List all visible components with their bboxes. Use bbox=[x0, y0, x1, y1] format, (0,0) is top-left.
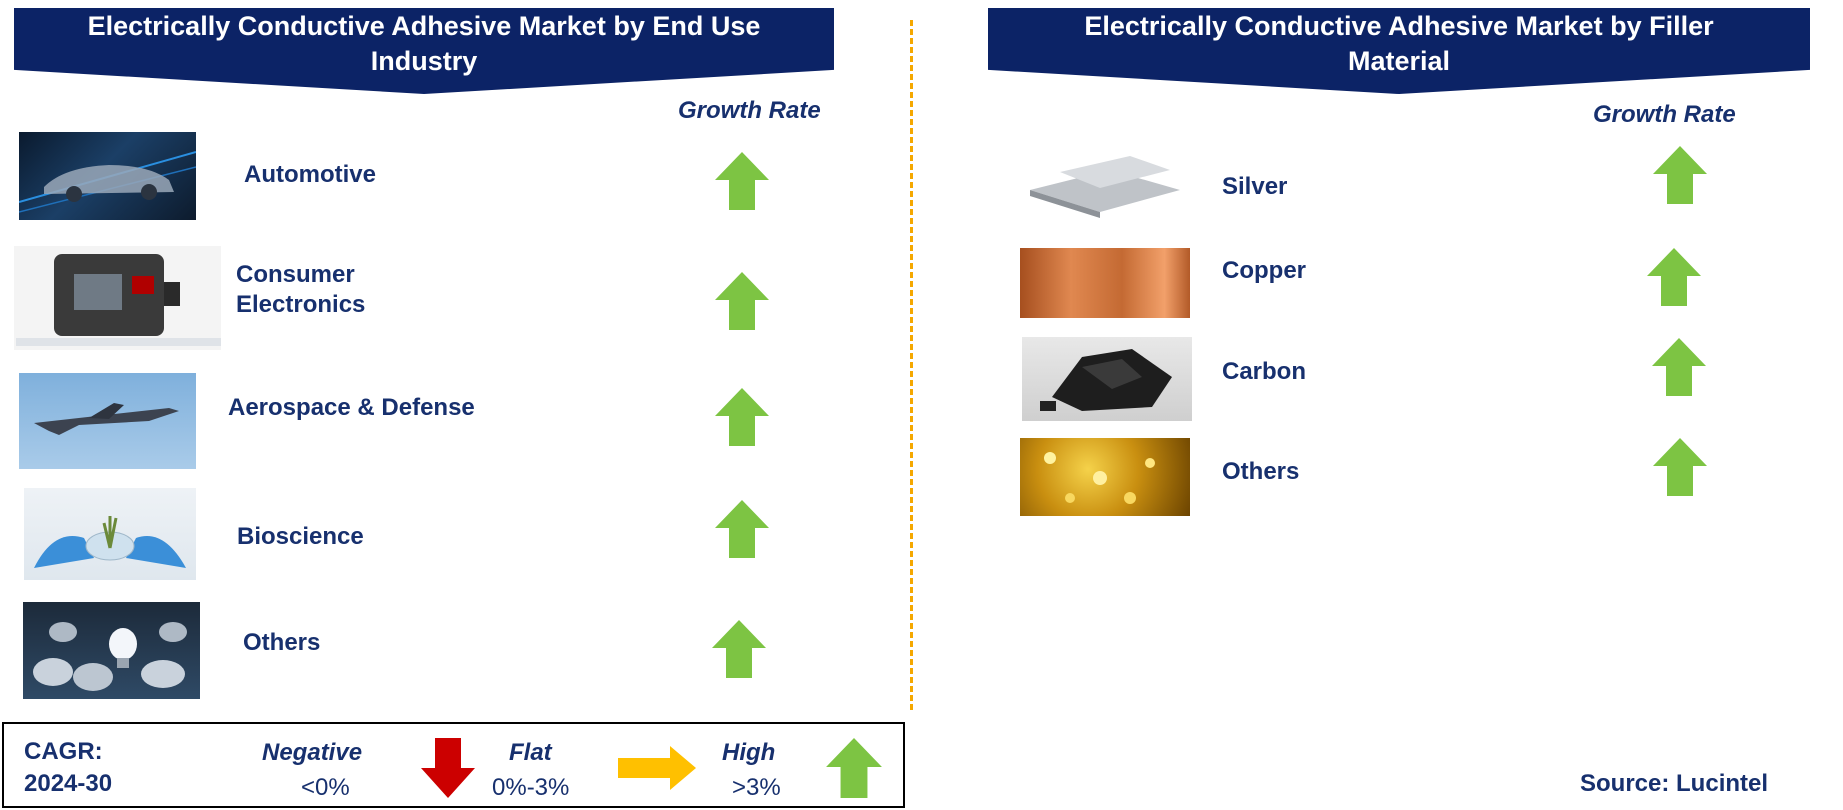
end-use-title-banner: Electrically Conductive Adhesive Market … bbox=[14, 8, 834, 94]
end-use-label-others: Others bbox=[243, 629, 321, 656]
up-arrow-icon bbox=[715, 500, 769, 558]
legend-negative-label: Negative bbox=[262, 739, 363, 766]
end-use-title-line2: Industry bbox=[370, 46, 478, 76]
filler-title-line2: Material bbox=[1347, 46, 1451, 76]
panel-divider bbox=[910, 20, 913, 710]
up-arrow-icon bbox=[715, 272, 769, 330]
legend-flat-range: 0%-3% bbox=[492, 774, 570, 801]
filler-label-silver: Silver bbox=[1222, 173, 1288, 200]
legend-high-label: High bbox=[722, 739, 776, 766]
end-use-label-aerospace: Aerospace & Defense bbox=[228, 394, 475, 421]
gold-flakes-image bbox=[1020, 438, 1190, 516]
end-use-label-automotive: Automotive bbox=[244, 161, 376, 188]
consumer-label-line1: Consumer bbox=[236, 261, 355, 288]
lightbulbs-image bbox=[23, 602, 200, 699]
legend-negative-range: <0% bbox=[301, 774, 350, 801]
copper-image bbox=[1020, 248, 1190, 318]
filler-label-carbon: Carbon bbox=[1222, 358, 1306, 385]
filler-label-others: Others bbox=[1222, 458, 1300, 485]
cagr-label: CAGR: bbox=[24, 738, 103, 765]
up-arrow-icon bbox=[1653, 438, 1707, 496]
end-use-growth-rate-header: Growth Rate bbox=[678, 97, 821, 124]
end-use-title-line1: Electrically Conductive Adhesive Market … bbox=[87, 11, 761, 41]
legend-flat-label: Flat bbox=[509, 739, 552, 766]
cagr-period: 2024-30 bbox=[24, 770, 113, 797]
source-credit: Source: Lucintel bbox=[1580, 770, 1769, 797]
up-arrow-icon bbox=[715, 388, 769, 446]
end-use-label-consumer: Consumer Electronics bbox=[236, 260, 365, 320]
up-arrow-icon bbox=[712, 620, 766, 678]
up-arrow-icon bbox=[1652, 338, 1706, 396]
camera-image bbox=[14, 246, 221, 350]
legend-high-range: >3% bbox=[732, 774, 781, 801]
filler-label-copper: Copper bbox=[1222, 257, 1306, 284]
consumer-label-line2: Electronics bbox=[236, 291, 366, 318]
lab-plant-image bbox=[24, 488, 196, 580]
jet-image bbox=[19, 373, 196, 469]
up-arrow-icon bbox=[826, 738, 882, 798]
right-arrow-icon bbox=[618, 746, 696, 790]
up-arrow-icon bbox=[1647, 248, 1701, 306]
filler-title-line1: Electrically Conductive Adhesive Market … bbox=[1084, 11, 1714, 41]
up-arrow-icon bbox=[715, 152, 769, 210]
filler-title-banner: Electrically Conductive Adhesive Market … bbox=[988, 8, 1810, 94]
silver-bars-image bbox=[1020, 150, 1188, 220]
end-use-label-bioscience: Bioscience bbox=[237, 523, 364, 550]
filler-growth-rate-header: Growth Rate bbox=[1593, 101, 1736, 128]
car-image bbox=[19, 132, 196, 220]
up-arrow-icon bbox=[1653, 146, 1707, 204]
down-arrow-icon bbox=[421, 738, 475, 798]
carbon-image bbox=[1022, 337, 1192, 421]
cagr-legend: CAGR: 2024-30 Negative <0% Flat 0%-3% Hi… bbox=[2, 722, 905, 808]
